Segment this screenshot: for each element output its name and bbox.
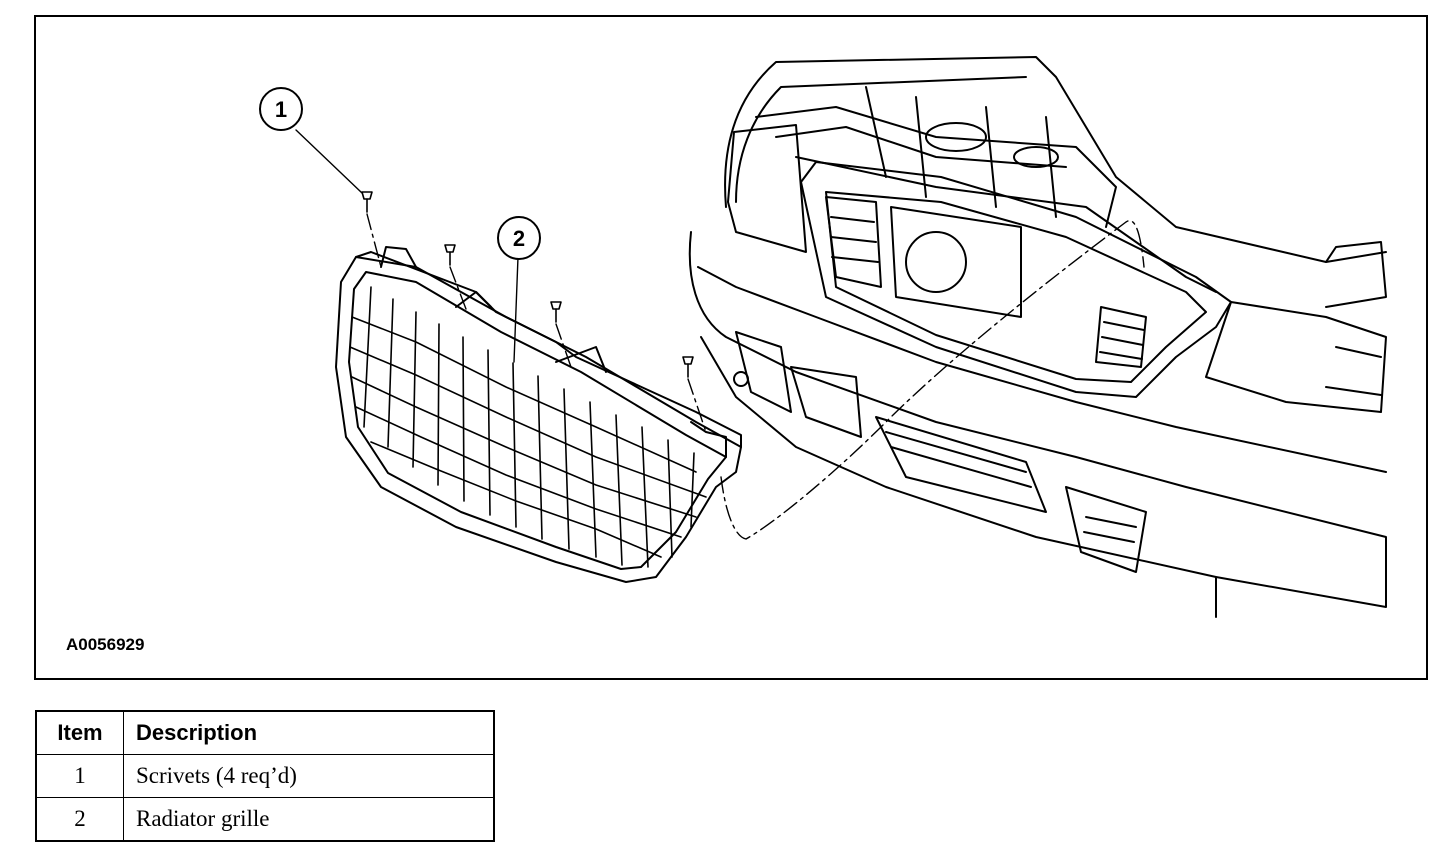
callout-1: 1 [259,87,303,131]
grille-horizontal-bars [349,316,707,558]
legend-header-row: Item Description [35,710,495,755]
legend-item-description: Radiator grille [123,797,495,842]
legend-item-number: 2 [35,797,124,842]
parts-legend-table: Item Description 1 Scrivets (4 req’d) 2 … [35,710,495,842]
callout-1-label: 1 [275,97,287,122]
header-description: Description [123,710,495,755]
legend-item-description: Scrivets (4 req’d) [123,754,495,798]
vehicle-front-end [688,56,1387,618]
legend-item-number: 1 [35,754,124,798]
scrivet-4 [682,356,694,378]
figure-id: A0056929 [66,635,145,654]
scrivet-1 [361,191,373,213]
radiator-grille-drawing [335,246,742,583]
callout-2: 2 [497,216,541,260]
grille-exploded-view: 1 2 [259,56,1387,618]
scrivet-fasteners [361,191,694,378]
scrivet-2 [444,244,456,266]
table-row: 2 Radiator grille [35,797,495,842]
installation-lines [366,213,1145,540]
callout-leaders [295,129,519,363]
table-row: 1 Scrivets (4 req’d) [35,754,495,798]
diagram-frame: 1 2 A0056929 [34,15,1428,680]
header-item: Item [35,710,124,755]
callout-2-label: 2 [513,226,525,251]
scrivet-3 [550,301,562,323]
